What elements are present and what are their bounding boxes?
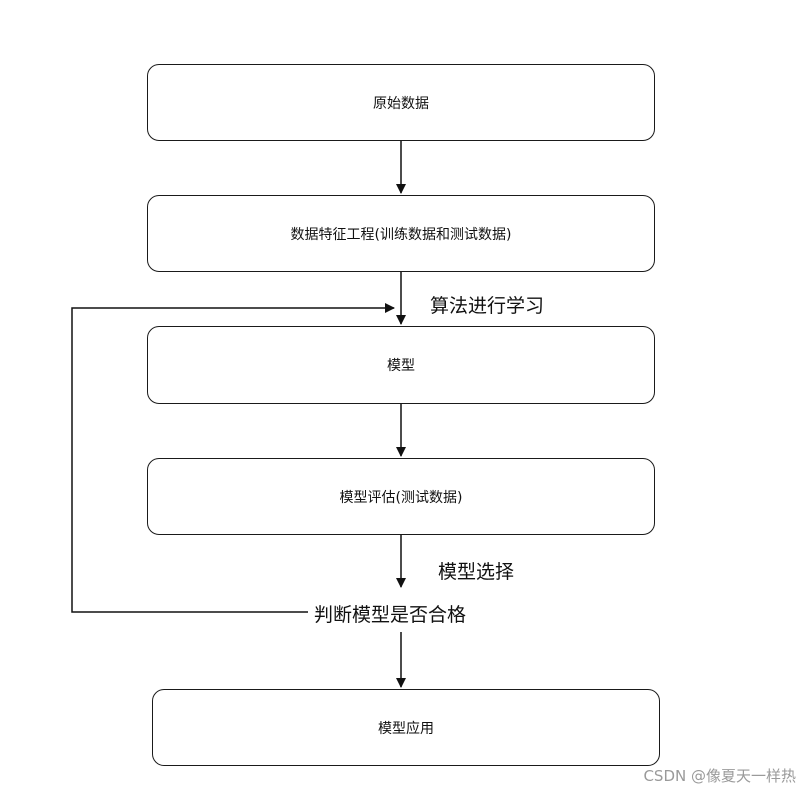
- node-evaluation-label: 模型评估(测试数据): [339, 489, 463, 506]
- feedback-loop-arrow: [71, 303, 395, 613]
- edge-label-model-selection: 模型选择: [438, 561, 515, 583]
- node-raw-data: 原始数据: [147, 64, 655, 141]
- node-model-label: 模型: [387, 358, 415, 374]
- node-feature-engineering: 数据特征工程(训练数据和测试数据): [147, 195, 655, 272]
- node-evaluation: 模型评估(测试数据): [147, 458, 655, 535]
- watermark: CSDN @像夏天一样热: [643, 767, 796, 785]
- node-application-label: 模型应用: [378, 720, 434, 737]
- node-feature-engineering-label: 数据特征工程(训练数据和测试数据): [290, 226, 512, 243]
- node-application: 模型应用: [152, 689, 660, 766]
- edge-label-qualified-check: 判断模型是否合格: [314, 604, 467, 626]
- node-model: 模型: [147, 326, 655, 404]
- node-raw-data-label: 原始数据: [373, 95, 429, 112]
- edge-label-algorithm-learning: 算法进行学习: [430, 295, 545, 317]
